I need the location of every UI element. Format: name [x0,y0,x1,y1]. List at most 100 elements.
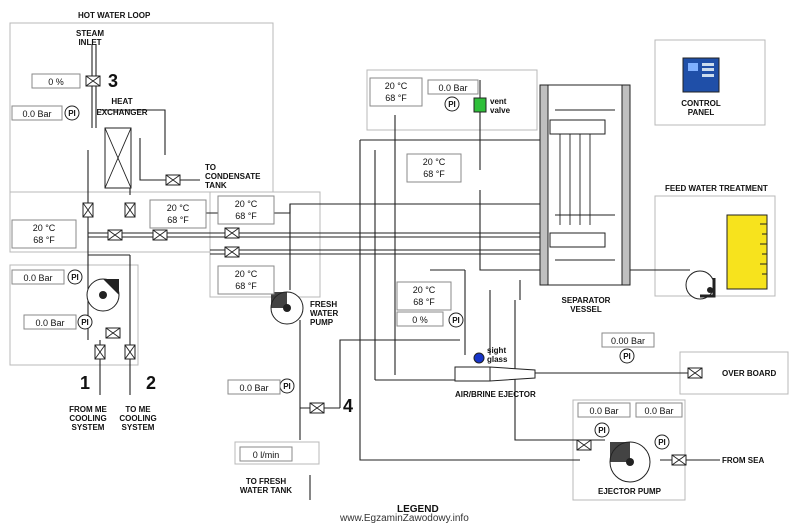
label-from-me-1: FROM ME [69,405,107,414]
me-valve-1[interactable] [94,344,106,360]
svg-text:0 l/min: 0 l/min [253,450,280,460]
label-separator-1: SEPARATOR [562,296,611,305]
label-to-fresh-2: WATER TANK [240,486,292,495]
ejector-pump-valve[interactable] [576,439,592,451]
sea-valve[interactable] [671,454,687,466]
readout-mid-upper: 20 °C68 °F [149,199,207,229]
valves[interactable] [82,75,703,466]
label-to-condensate-2: CONDENSATE [205,172,261,181]
loop-valve-left-1[interactable] [82,202,94,218]
svg-text:0 %: 0 % [412,315,428,325]
gauge-label: PI [658,438,666,447]
label-feed-water-treatment: FEED WATER TREATMENT [665,184,768,193]
hx-outlet-valve[interactable] [165,174,181,186]
label-from-sea: FROM SEA [722,456,764,465]
svg-text:20 °C: 20 °C [385,81,408,91]
me-cooling-pump [86,278,120,312]
svg-text:0.0 Bar: 0.0 Bar [23,273,52,283]
control-panel-area [654,39,766,126]
gauge-label: PI [623,352,631,361]
fresh-water-tank-area [234,441,320,465]
label-over-board: OVER BOARD [722,369,776,378]
label-to-me-2: COOLING [119,414,156,423]
readout-pump-pressure-2: 0.0 Bar [635,402,683,418]
svg-text:20 °C: 20 °C [423,157,446,167]
label-separator-2: VESSEL [570,305,602,314]
gauge-label: PI [81,318,89,327]
label-vent-valve-2: valve [490,106,511,115]
fresh-valve-4[interactable] [309,402,325,414]
label-to-condensate-1: TO [205,163,216,172]
gauge-label: PI [452,316,460,325]
svg-text:0.0 Bar: 0.0 Bar [438,83,467,93]
label-steam-inlet-2: INLET [78,38,101,47]
pressure-gauge-ejector: PI [448,312,464,328]
readout-hx-pressure: 0.0 Bar [11,105,63,121]
label-control-panel-2: PANEL [688,108,715,117]
readout-mid-right: 20 °C68 °F [217,195,275,225]
number-4: 4 [343,396,353,416]
label-control-panel-1: CONTROL [681,99,721,108]
svg-text:0.0 Bar: 0.0 Bar [644,406,673,416]
svg-text:0.0 Bar: 0.0 Bar [589,406,618,416]
svg-text:68 °F: 68 °F [33,235,55,245]
label-fresh-water-pump-2: WATER [310,309,339,318]
svg-text:20 °C: 20 °C [33,223,56,233]
readout-me-pressure-2: 0.0 Bar [23,314,77,330]
me-valve-3[interactable] [105,327,121,339]
sight-glass-icon [473,352,485,364]
label-hot-water-loop: HOT WATER LOOP [78,11,151,20]
label-to-me-1: TO ME [125,405,151,414]
label-ejector-pump: EJECTOR PUMP [598,487,662,496]
readout-steam-pct: 0 % [31,73,81,89]
svg-text:20 °C: 20 °C [413,285,436,295]
readout-vent-temp: 20 °C68 °F [369,77,423,107]
readout-overboard-pressure: 0.00 Bar [601,332,655,348]
loop-valve-h4[interactable] [224,246,240,258]
pressure-gauge-me1: PI [67,269,83,285]
separator-area [366,69,538,131]
feed-water-pump [685,270,716,300]
loop-valve-h1[interactable] [107,229,123,241]
overboard-valve[interactable] [687,367,703,379]
feed-water-tank [726,214,768,290]
number-3: 3 [108,71,118,91]
svg-text:20 °C: 20 °C [235,269,258,279]
loop-valve-h2[interactable] [152,229,168,241]
svg-text:68 °F: 68 °F [413,297,435,307]
label-to-me-3: SYSTEM [122,423,155,432]
svg-text:0.0 Bar: 0.0 Bar [239,383,268,393]
readout-fresh-pressure: 0.0 Bar [227,379,281,395]
label-sight-glass-2: glass [487,355,508,364]
gauge-label: PI [68,109,76,118]
pressure-gauge-overboard: PI [619,348,635,364]
svg-text:68 °F: 68 °F [423,169,445,179]
svg-text:0.0 Bar: 0.0 Bar [35,318,64,328]
svg-text:20 °C: 20 °C [167,203,190,213]
website-watermark: www.EgzaminZawodowy.info [339,513,469,524]
label-vent-valve-1: vent [490,97,507,106]
number-2: 2 [146,373,156,393]
ejector-pump [609,441,651,483]
pressure-gauge-fresh: PI [279,378,295,394]
label-fresh-water-pump-3: PUMP [310,318,334,327]
me-valve-2[interactable] [124,344,136,360]
air-brine-ejector [454,366,536,382]
label-heat-exchanger-1: HEAT [111,97,132,106]
loop-valve-left-2[interactable] [124,202,136,218]
svg-text:20 °C: 20 °C [235,199,258,209]
label-steam-inlet-1: STEAM [76,29,104,38]
vent-valve-icon[interactable] [473,97,487,113]
loop-valve-h3[interactable] [224,227,240,239]
label-fresh-water-pump-1: FRESH [310,300,337,309]
legend-title: LEGEND [397,504,439,515]
heat-exchanger [104,127,132,189]
steam-valve[interactable] [85,75,101,87]
control-panel-icon[interactable] [682,57,720,93]
svg-text:0.00 Bar: 0.00 Bar [611,336,645,346]
label-from-me-3: SYSTEM [72,423,105,432]
pressure-gauge-pump2: PI [654,434,670,450]
readout-hot-temp: 20 °C 68 °F [11,219,77,249]
svg-text:0 %: 0 % [48,77,64,87]
